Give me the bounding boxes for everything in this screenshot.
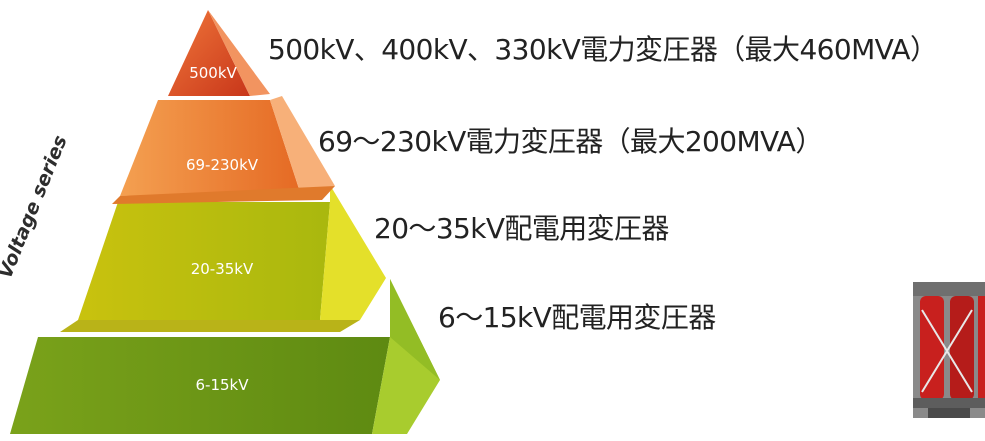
tier-20-35kv: 20-35kV	[60, 185, 386, 332]
tier-description-6-15kv: 6～15kV配電用変圧器	[438, 301, 716, 334]
transformer-icon	[913, 282, 985, 418]
tier-label: 20-35kV	[191, 260, 254, 278]
tier-69-230kv: 69-230kV	[112, 96, 335, 204]
tier-description-69-230kv: 69～230kV電力変圧器（最大200MVA）	[318, 125, 823, 158]
tier-label: 69-230kV	[186, 156, 259, 174]
tier-description-20-35kv: 20～35kV配電用変圧器	[374, 212, 669, 245]
tier-label: 500kV	[189, 64, 237, 82]
tier-6-15kv: 6-15kV	[10, 279, 440, 434]
tier-500kv: 500kV	[168, 10, 270, 96]
tier-label: 6-15kV	[196, 376, 250, 394]
tier-description-500kv: 500kV、400kV、330kV電力変圧器（最大460MVA）	[268, 33, 938, 66]
